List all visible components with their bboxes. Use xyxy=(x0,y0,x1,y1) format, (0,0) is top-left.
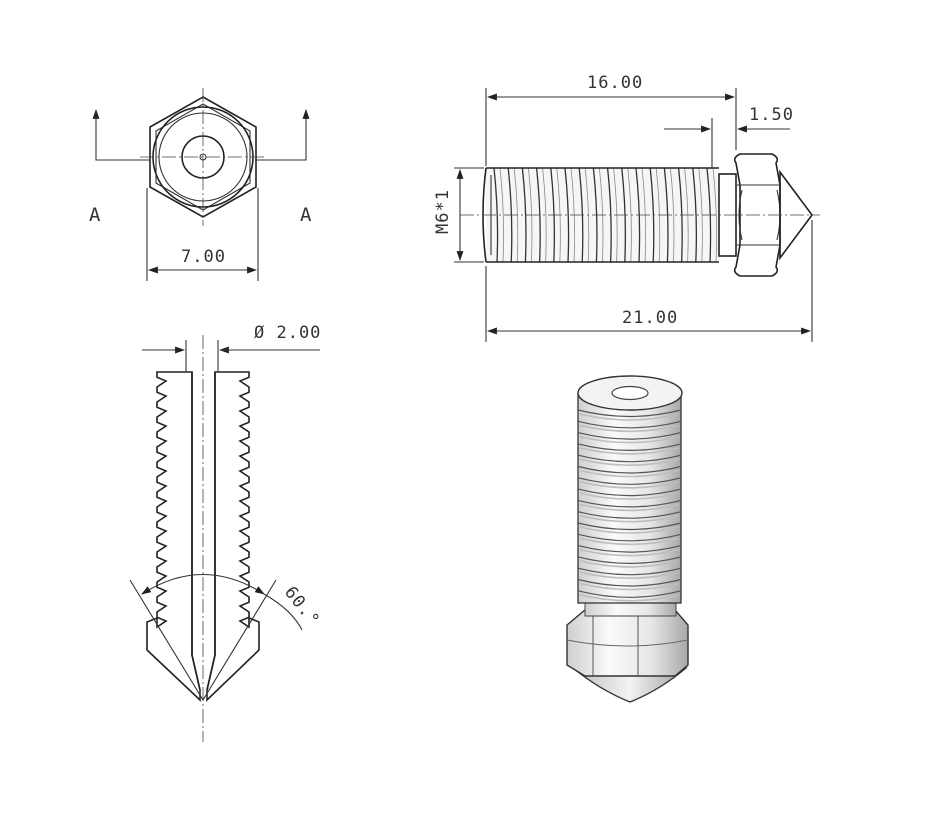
iso-thread-highlight xyxy=(579,469,680,478)
iso-thread-ring xyxy=(577,432,682,440)
iso-thread-ring xyxy=(577,545,682,553)
iso-thread-highlight xyxy=(579,492,680,500)
end-view: A A 7.00 xyxy=(89,88,312,281)
iso-thread-ring xyxy=(577,465,682,474)
dim-tip-label: 1.50 xyxy=(749,105,794,125)
iso-view xyxy=(566,375,689,703)
angle-arc xyxy=(141,573,265,595)
dim-overall-label: 21.00 xyxy=(622,308,678,328)
iso-thread-ring xyxy=(577,443,682,451)
angle-ext-left xyxy=(129,579,204,701)
section-wall-left xyxy=(146,371,201,702)
iso-thread-ring xyxy=(577,409,682,418)
iso-thread-ring xyxy=(577,488,682,497)
section-wall-right xyxy=(206,371,260,702)
iso-thread-highlight xyxy=(579,435,680,444)
iso-thread-highlight xyxy=(579,458,680,466)
iso-thread-ring xyxy=(577,420,682,429)
section-label-right: A xyxy=(300,204,312,226)
iso-thread-highlight xyxy=(579,594,680,602)
iso-thread-ring xyxy=(577,590,682,598)
iso-thread-highlight xyxy=(579,582,680,591)
iso-thread-highlight xyxy=(579,526,680,534)
iso-bore xyxy=(611,385,649,401)
side-view: 16.00 1.50 M6*1 21.00 xyxy=(433,73,820,342)
iso-hex-chamfer xyxy=(566,639,689,647)
thread-crest xyxy=(692,167,698,263)
angle-ext-right xyxy=(202,579,277,701)
thread-root xyxy=(499,167,504,263)
iso-thread-highlight xyxy=(579,481,680,489)
section-cut-left xyxy=(92,109,150,161)
thread-root xyxy=(712,167,717,263)
bore-taper-right xyxy=(206,654,216,691)
iso-thread-ring xyxy=(577,567,682,576)
section-view: Ø 2.00 60.° xyxy=(129,323,323,742)
iso-thread-ring xyxy=(577,533,682,542)
iso-thread-lines xyxy=(577,409,682,602)
iso-thread-ring xyxy=(577,556,682,564)
iso-thread-highlight xyxy=(579,514,680,523)
iso-thread-highlight xyxy=(579,571,680,579)
iso-thread-highlight xyxy=(579,548,680,557)
iso-thread-highlight xyxy=(579,424,680,433)
section-label-left: A xyxy=(89,204,101,226)
iso-thread-highlight xyxy=(579,503,680,512)
thread-root xyxy=(670,167,675,263)
bore-taper-left xyxy=(191,654,201,691)
iso-thread-ring xyxy=(577,477,682,485)
iso-thread-ring xyxy=(577,511,682,519)
thread-crest xyxy=(521,167,527,263)
thread-root xyxy=(542,167,547,263)
iso-thread-ring xyxy=(577,522,682,531)
hex-profile xyxy=(733,153,781,277)
iso-thread-ring xyxy=(577,578,682,587)
dim-width-label: 7.00 xyxy=(181,247,226,267)
dim-length-label: 16.00 xyxy=(587,73,643,93)
section-cut-right xyxy=(256,109,310,161)
iso-thread-ring xyxy=(577,454,682,463)
iso-thread-highlight xyxy=(579,413,680,421)
hex-curve-left xyxy=(738,189,743,241)
iso-thread-highlight xyxy=(579,447,680,455)
thread-crest xyxy=(493,167,499,263)
iso-thread-highlight xyxy=(579,537,680,546)
dim-angle-label: 60.° xyxy=(280,583,323,631)
dim-thread-label: M6*1 xyxy=(433,189,453,234)
iso-thread-ring xyxy=(577,499,682,508)
dim-bore-label: Ø 2.00 xyxy=(254,323,321,343)
angle-leader xyxy=(263,593,303,631)
iso-thread-highlight xyxy=(579,560,680,568)
thread-crest xyxy=(564,167,570,263)
